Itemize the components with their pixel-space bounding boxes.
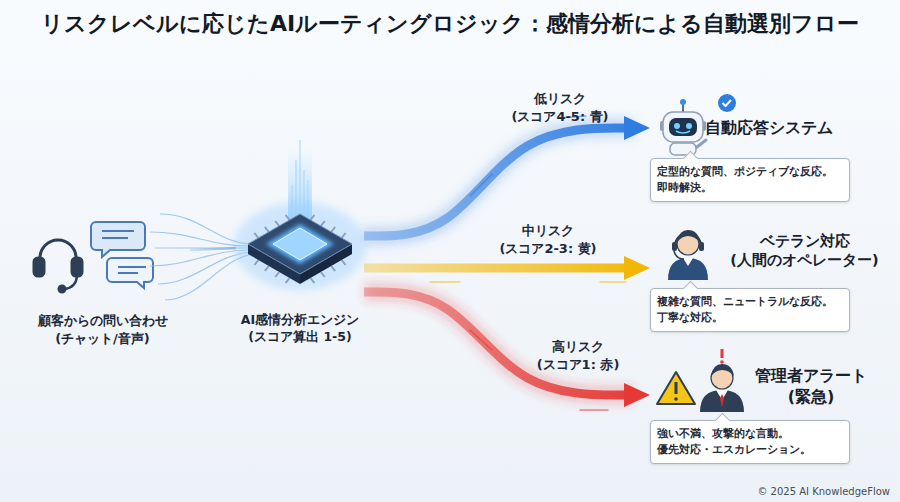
destination-node: ベテラン対応 (人間のオペレーター) 複雑な質問、ニュートラルな反応。 丁寧な対応…	[650, 222, 890, 342]
headset-icon	[34, 240, 82, 292]
manager-icon	[720, 394, 724, 408]
destination-node: 自動応答システム定型的な質問、ポジティブな反応。 即時解決。	[650, 96, 890, 208]
headset-icon	[72, 258, 82, 276]
ai-chip	[273, 228, 327, 260]
warning-icon	[657, 372, 695, 404]
robot-icon	[682, 104, 684, 112]
description-box: 複雑な質問、ニュートラルな反応。 丁寧な対応。	[650, 288, 850, 332]
node-text: 管理者アラート (緊急)	[746, 366, 876, 408]
manager-icon	[721, 349, 724, 358]
engine-node: AI感情分析エンジン (スコア算出 1-5)	[236, 200, 364, 350]
edge-label: 高リスク (スコア1: 赤)	[528, 338, 628, 373]
flow-arrow	[364, 292, 634, 395]
operator-icon	[683, 258, 693, 266]
flow-arrow-glow	[364, 292, 634, 395]
manager-icon	[700, 349, 744, 412]
robot-icon	[669, 118, 697, 136]
manager-icon	[711, 364, 734, 376]
node-text: 自動応答システム	[705, 118, 855, 139]
edge-label: 低リスク (スコア4-5: 青)	[503, 90, 618, 125]
robot-icon	[676, 131, 690, 133]
manager-icon	[700, 390, 744, 412]
chat-bubble-icon	[107, 258, 153, 288]
headset-icon	[59, 286, 65, 292]
edge-label: 中リスク (スコア2-3: 黄)	[491, 222, 606, 257]
check-badge	[718, 94, 736, 112]
node-text: ベテラン対応 (人間のオペレーター)	[722, 232, 887, 270]
chat-bubble-icon	[118, 267, 146, 273]
robot-icon	[660, 99, 706, 155]
ai-chip	[234, 140, 366, 290]
ai-chip	[248, 214, 352, 274]
operator-icon	[668, 258, 708, 280]
warning-icon	[674, 397, 678, 401]
ai-chip	[266, 224, 334, 264]
manager-icon	[720, 360, 724, 364]
node-heading: 管理者アラート (緊急)	[746, 366, 876, 408]
flow-arrow-glow	[364, 258, 634, 278]
copyright-note: © 2025 AI KnowledgeFlow	[757, 486, 890, 497]
node-label: 顧客からの問い合わせ (チャット/音声)	[15, 312, 190, 347]
robot-icon	[697, 140, 706, 147]
check-badge	[723, 100, 732, 106]
operator-icon	[699, 242, 704, 251]
flow-arrow	[364, 264, 634, 273]
node-heading: 自動応答システム	[705, 118, 855, 139]
description-box: 定型的な質問、ポジティブな反応。 即時解決。	[650, 158, 850, 202]
destination-node: 管理者アラート (緊急) 強い不満、攻撃的な言動。 優先対応・エスカレーション。	[650, 352, 890, 472]
flow-arrow	[190, 248, 236, 250]
node-text: 顧客からの問い合わせ (チャット/音声)	[15, 312, 190, 347]
robot-icon	[680, 99, 686, 105]
robot-icon	[663, 112, 703, 142]
node-text: AI感情分析エンジン (スコア算出 1-5)	[236, 312, 364, 346]
motion-streaks	[580, 409, 608, 411]
operator-icon	[674, 251, 684, 259]
description-text: 定型的な質問、ポジティブな反応。 即時解決。	[657, 164, 843, 196]
description-text: 強い不満、攻撃的な言動。 優先対応・エスカレーション。	[657, 426, 843, 458]
node-label: AI感情分析エンジン (スコア算出 1-5)	[236, 312, 364, 346]
description-box: 強い不満、攻撃的な言動。 優先対応・エスカレーション。	[650, 420, 850, 464]
flow-arrow-glow	[364, 128, 634, 236]
operator-icon	[668, 230, 708, 280]
motion-streaks	[430, 281, 626, 283]
warning-icon	[675, 382, 678, 394]
node-heading: ベテラン対応 (人間のオペレーター)	[722, 232, 887, 270]
robot-icon	[686, 123, 692, 129]
chat-bubble-icon	[91, 222, 145, 257]
source-node: 顧客からの問い合わせ (チャット/音声)	[15, 212, 190, 350]
chat-bubble-icon	[102, 231, 134, 238]
chat-bubble-icon	[91, 222, 153, 288]
warning-icon	[657, 372, 695, 404]
headset-icon	[34, 258, 44, 276]
flow-arrow	[364, 128, 634, 236]
ai-chip	[234, 202, 366, 290]
operator-icon	[675, 233, 701, 246]
description-text: 複雑な質問、ニュートラルな反応。 丁寧な対応。	[657, 294, 843, 326]
title: リスクレベルに応じたAIルーティングロジック：感情分析による自動選別フロー	[0, 9, 900, 39]
robot-icon	[674, 123, 680, 129]
check-badge	[718, 94, 736, 112]
operator-icon	[672, 242, 677, 251]
